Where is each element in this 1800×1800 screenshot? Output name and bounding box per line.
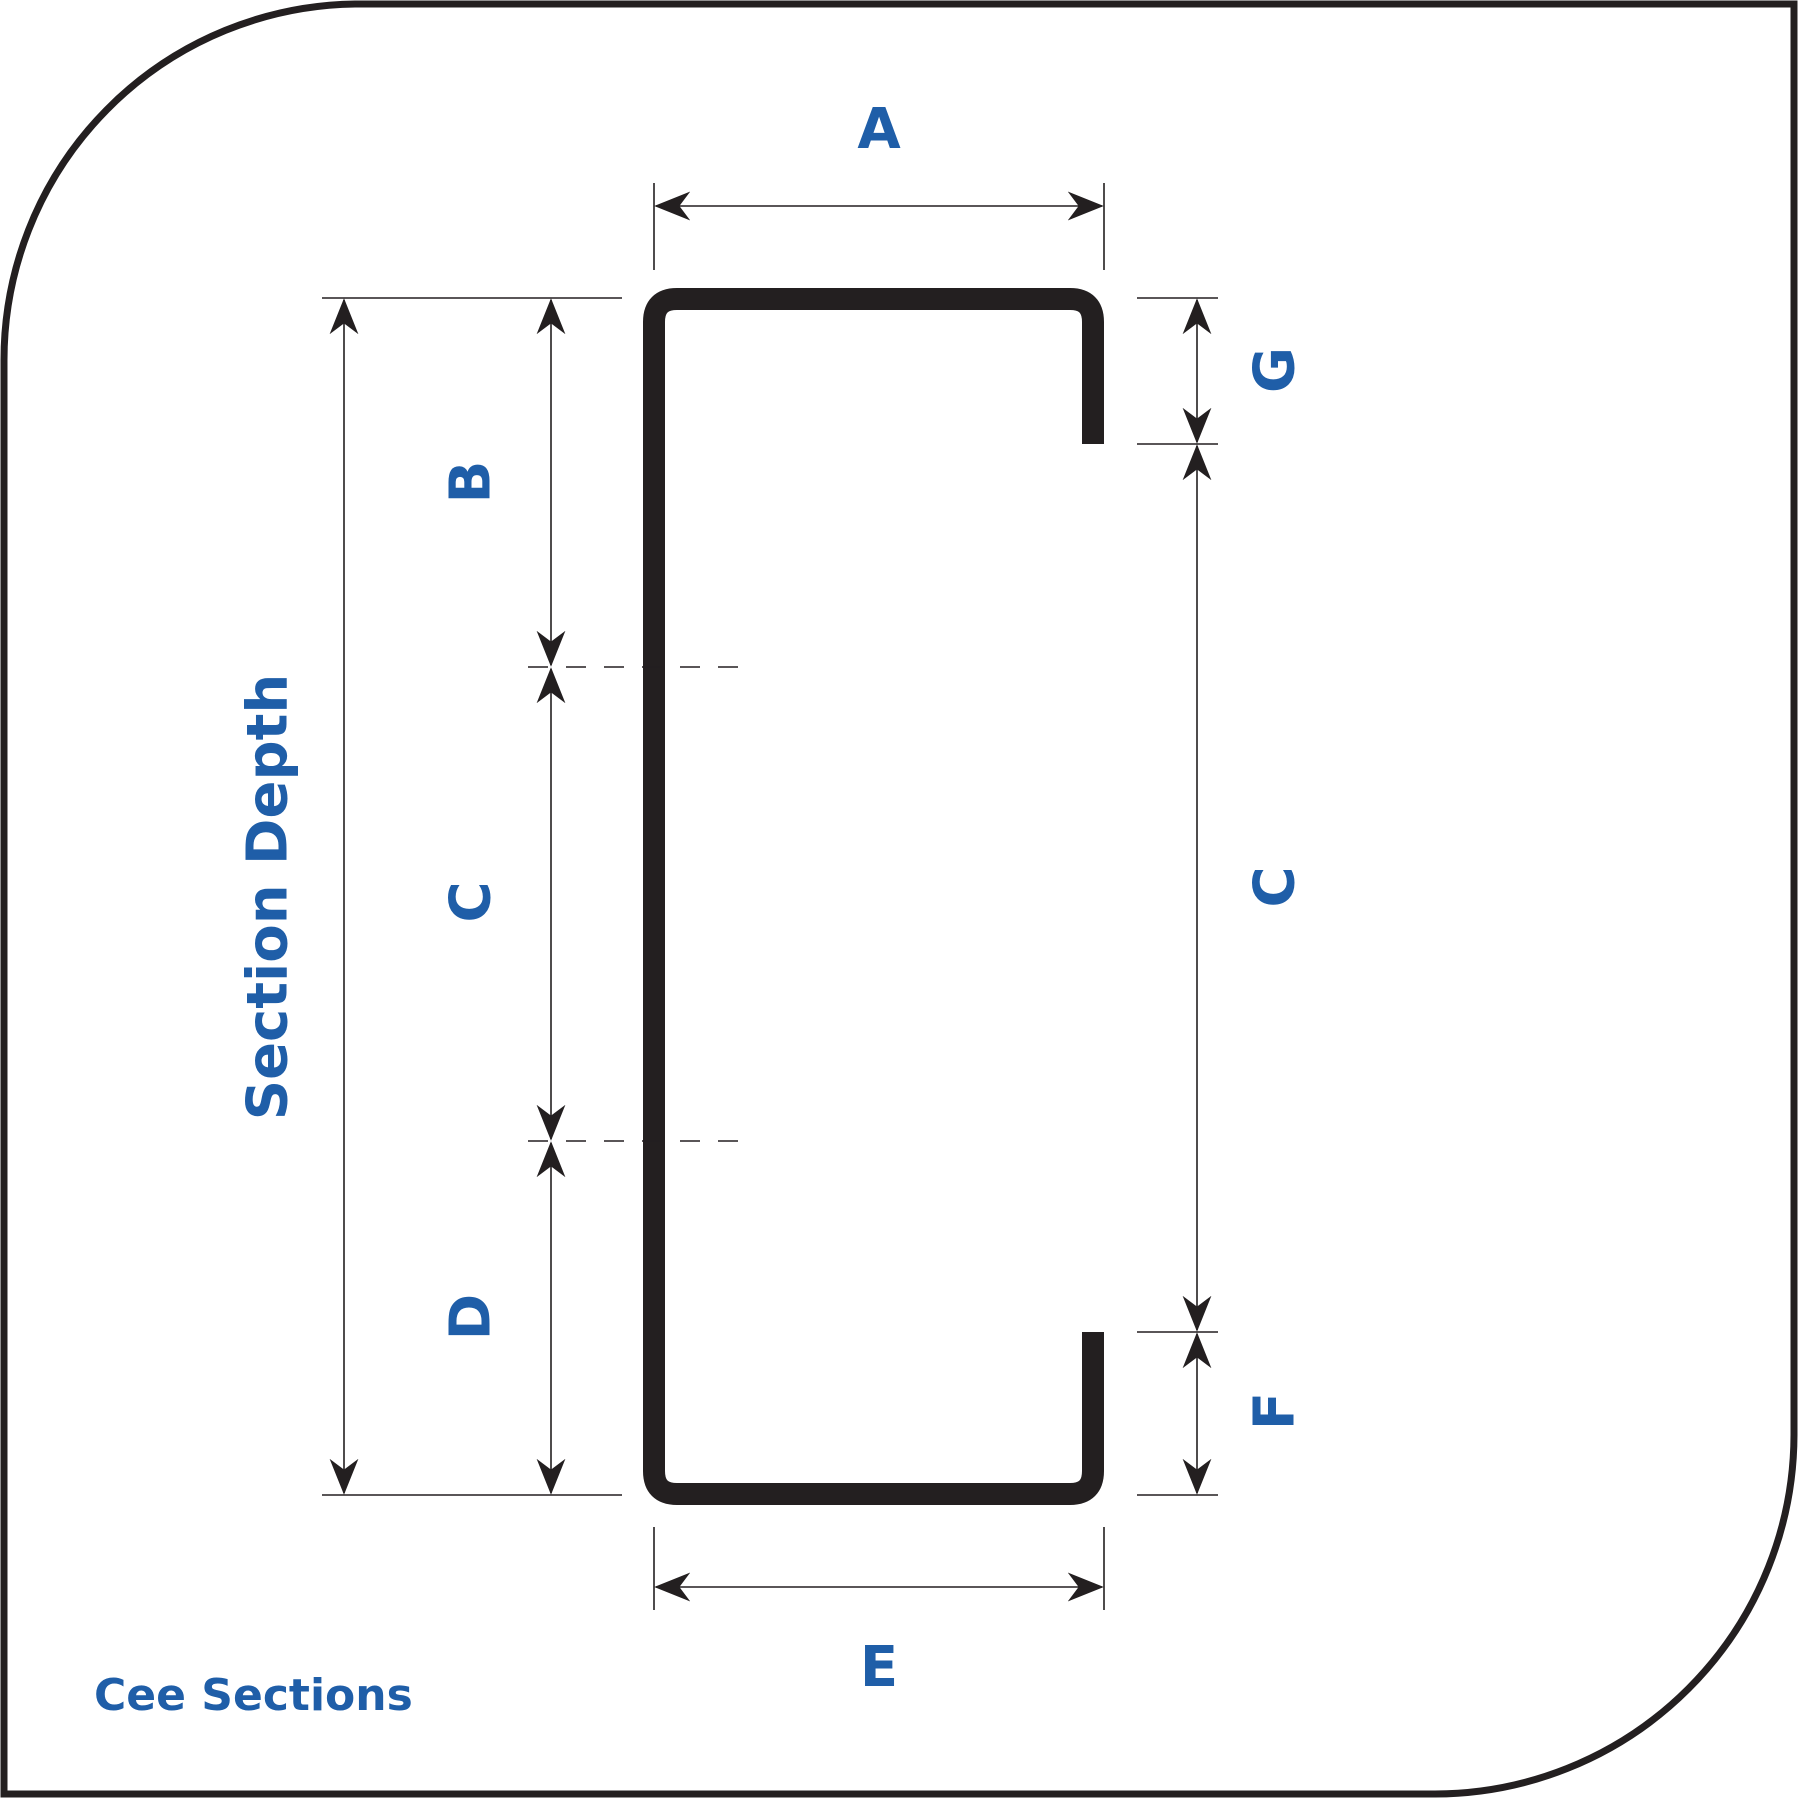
label-f: F (1243, 1392, 1308, 1430)
section-depth-label: Section Depth (236, 674, 301, 1121)
label-e: E (860, 1635, 898, 1700)
label-g: G (1243, 347, 1308, 393)
cee-profile-inner (656, 301, 1093, 1492)
label-a: A (857, 97, 901, 162)
label-d: D (439, 1294, 504, 1340)
cee-profile (643, 288, 1104, 1505)
label-b: B (439, 461, 504, 504)
label-c-right: C (1243, 866, 1308, 907)
label-c-left: C (439, 881, 504, 922)
diagram-title: Cee Sections (94, 1670, 413, 1721)
